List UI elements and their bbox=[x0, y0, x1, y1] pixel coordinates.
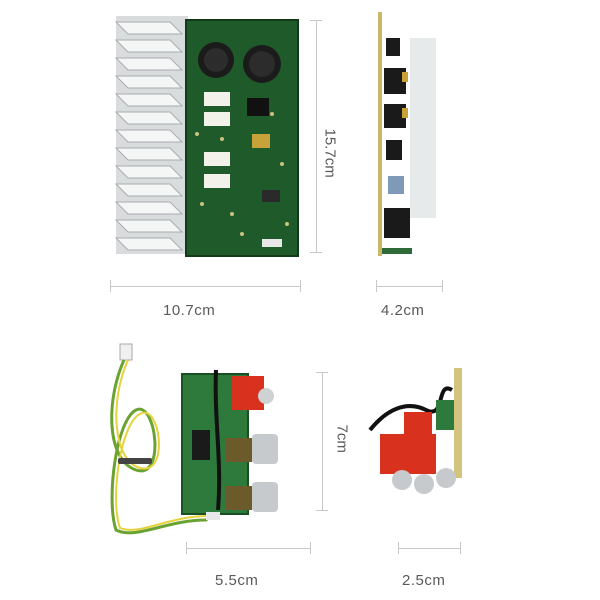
dimension-tick bbox=[376, 280, 377, 292]
dimension-tick bbox=[110, 280, 111, 292]
amp-depth-label: 4.2cm bbox=[381, 302, 425, 319]
amplifier-board-side-photo bbox=[372, 8, 442, 258]
dimension-tick bbox=[316, 372, 328, 373]
dimension-tick bbox=[186, 542, 187, 554]
tone-width-label: 5.5cm bbox=[215, 572, 259, 589]
dimension-line-amp-height bbox=[316, 20, 317, 252]
dimension-line-amp-depth bbox=[376, 286, 442, 287]
dimension-tick bbox=[398, 542, 399, 554]
dimension-tick bbox=[316, 510, 328, 511]
dimension-tick bbox=[300, 280, 301, 292]
dimension-tick bbox=[310, 252, 322, 253]
dimension-tick bbox=[460, 542, 461, 554]
dimension-line-tone-depth bbox=[398, 548, 460, 549]
tone-control-board-photo bbox=[96, 340, 312, 540]
dimension-line-tone-height bbox=[322, 372, 323, 510]
dimension-tick bbox=[310, 20, 322, 21]
dimension-tick bbox=[442, 280, 443, 292]
tone-control-board-side-photo bbox=[366, 360, 470, 520]
amplifier-board-front-photo bbox=[112, 14, 302, 259]
amp-width-label: 10.7cm bbox=[163, 302, 216, 319]
tone-height-label: 7cm bbox=[333, 424, 351, 453]
dimension-line-tone-width bbox=[186, 548, 310, 549]
dimension-tick bbox=[310, 542, 311, 554]
tone-depth-label: 2.5cm bbox=[402, 572, 446, 589]
dimension-line-amp-width bbox=[110, 286, 300, 287]
amp-height-label: 15.7cm bbox=[321, 128, 339, 178]
